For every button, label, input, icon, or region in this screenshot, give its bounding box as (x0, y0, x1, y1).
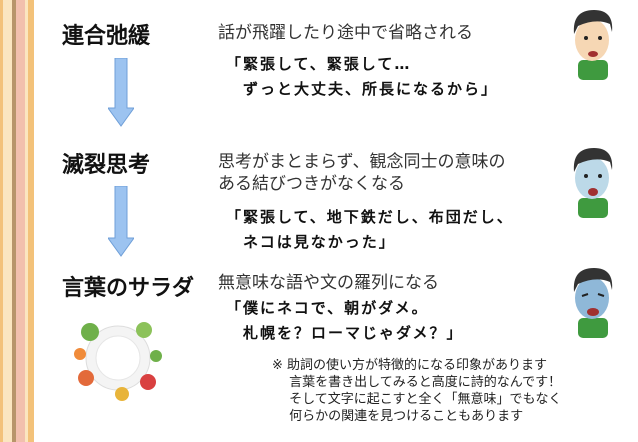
down-arrow-icon (108, 186, 134, 257)
decorative-stripes (0, 0, 36, 442)
description-incoherence: 思考がまとまらず、観念同士の意味の ある結びつきがなくなる (218, 152, 506, 194)
description-loose-association: 話が飛躍したり途中で省略される (218, 23, 473, 43)
description-word-salad: 無意味な語や文の羅列になる (218, 273, 439, 293)
note-text: ※ 助詞の使い方が特徴的になる印象があります 言葉を書き出してみると高度に詩的な… (272, 358, 562, 424)
salad-image (74, 322, 162, 401)
quote-word-salad: 「僕にネコで、朝がダメ。 札幌を？ローマじゃダメ？」 (226, 299, 464, 342)
down-arrow-icon (108, 58, 134, 127)
worried-man-icon (573, 10, 613, 80)
title-word-salad: 言葉のサラダ (62, 276, 195, 301)
quote-incoherence: 「緊張して、地下鉄だし、布団だし、 ネコは見なかった」 (226, 208, 514, 251)
title-incoherence: 滅裂思考 (62, 153, 151, 178)
quote-loose-association: 「緊張して、緊張して… ずっと大丈夫、所長になるから」 (226, 55, 499, 98)
distressed-man-icon (573, 268, 613, 338)
title-loose-association: 連合弛緩 (62, 24, 151, 49)
pale-man-icon (573, 148, 613, 218)
